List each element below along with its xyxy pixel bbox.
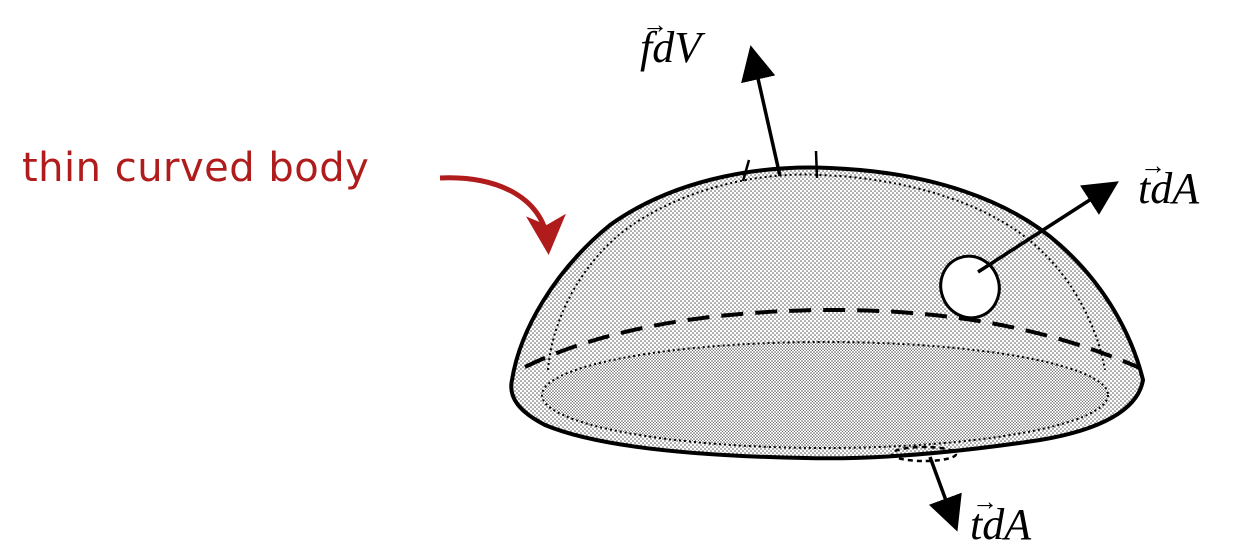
label-edge-traction: t→dA — [970, 489, 1032, 549]
body-force-arrow — [741, 45, 782, 177]
surface-patch — [939, 254, 1001, 320]
label-surface-traction-rest: dA — [1150, 164, 1200, 213]
thickness-mark-left — [741, 159, 751, 182]
vector-arrow-icon: → — [1140, 151, 1166, 180]
thickness-mark-right — [814, 150, 819, 179]
label-surface-traction: t→dA — [1138, 153, 1200, 213]
base-inner-ellipse — [541, 341, 1109, 449]
symbol-t: t — [1138, 164, 1151, 213]
vector-arrow-icon: → — [642, 10, 668, 39]
edge-element — [890, 445, 958, 463]
label-edge-traction-rest: dA — [982, 500, 1032, 549]
symbol-t: t — [970, 500, 983, 549]
vector-arrow-icon: → — [972, 487, 998, 516]
dashed-equator — [524, 307, 1141, 370]
surface-traction-arrow — [977, 181, 1119, 274]
label-body-force-rest: dV — [652, 23, 702, 72]
dome-inner-surface — [547, 173, 1106, 371]
edge-traction-arrow — [928, 456, 962, 532]
label-body-force: f→dV — [640, 12, 702, 72]
caption-pointer-arrow — [439, 175, 566, 255]
caption-thin-curved-body: thin curved body — [22, 145, 370, 191]
symbol-f: f — [640, 23, 653, 72]
